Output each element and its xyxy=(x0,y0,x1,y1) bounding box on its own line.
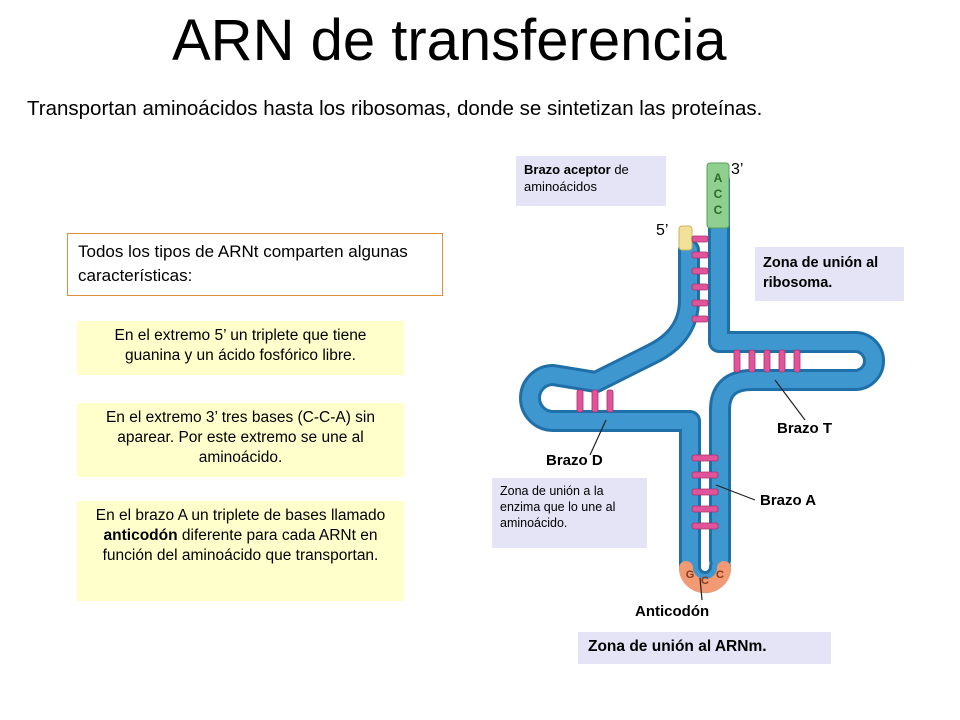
enzyme-zone-label: Zona de unión a la enzima que lo une al … xyxy=(492,478,647,548)
fact-five-prime-end: En el extremo 5’ un triplete que tiene g… xyxy=(77,321,404,375)
fact-arm-a-anticodon-term: anticodón xyxy=(103,527,178,544)
anticodon-loop xyxy=(679,561,731,593)
intro-box: Todos los tipos de ARNt comparten alguna… xyxy=(67,233,443,296)
anticodon-label: Anticodón xyxy=(635,603,710,620)
d-arm-base-pairs xyxy=(576,389,614,413)
acceptor-base-3: C xyxy=(714,203,723,217)
arm-t-label: Brazo T xyxy=(777,420,833,437)
five-prime-stub xyxy=(678,225,693,251)
acceptor-stem xyxy=(706,162,730,229)
ribosome-zone-label: Zona de unión al ribosoma. xyxy=(755,247,904,301)
fact-arm-a-text-post: diferente para cada ARNt en función del … xyxy=(102,527,379,564)
acceptor-arm-rest: de aminoácidos xyxy=(524,162,629,194)
mrna-zone-label: Zona de unión al ARNm. xyxy=(578,632,831,664)
anticodon-base-1: G xyxy=(686,569,695,581)
five-prime-end-label: 5’ xyxy=(656,222,669,239)
leader-lines xyxy=(589,379,806,601)
acceptor-base-pairs xyxy=(691,235,709,323)
fact-arm-a-anticodon: En el brazo A un triplete de bases llama… xyxy=(77,501,404,601)
a-arm-base-pairs xyxy=(691,454,719,530)
anticodon-base-2: C xyxy=(701,575,709,587)
acceptor-base-1: A xyxy=(714,171,723,185)
t-arm-base-pairs xyxy=(733,349,801,373)
acceptor-arm-bold: Brazo aceptor xyxy=(524,162,611,177)
acceptor-base-2: C xyxy=(714,187,723,201)
arm-a-label: Brazo A xyxy=(760,492,817,509)
three-prime-end-label: 3’ xyxy=(731,161,744,178)
acceptor-arm-label: Brazo aceptor de aminoácidos xyxy=(516,156,666,206)
fact-arm-a-text-pre: En el brazo A un triplete de bases llama… xyxy=(95,507,386,524)
anticodon-base-3: C xyxy=(716,569,724,581)
page-title: ARN de transferencia xyxy=(172,8,727,73)
fact-three-prime-end: En el extremo 3’ tres bases (C-C-A) sin … xyxy=(77,403,404,477)
arm-d-label: Brazo D xyxy=(546,452,603,469)
page-subtitle: Transportan aminoácidos hasta los riboso… xyxy=(27,97,763,120)
